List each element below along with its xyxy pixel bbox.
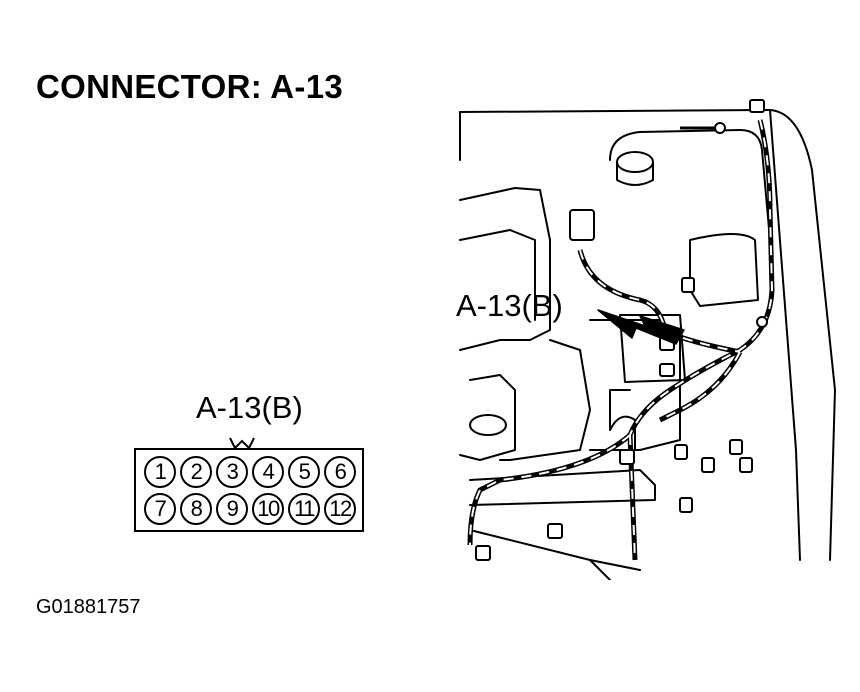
ground-terminal [714,122,726,134]
connector-pin: 8 [180,493,212,525]
connector-pin: 4 [252,456,284,488]
intake-manifold [499,339,591,461]
figure-id: G01881757 [36,596,141,618]
harness-connector [679,497,693,513]
connector-pin: 1 [144,456,176,488]
engine-callout-label: A-13(B) [456,288,563,323]
engine-block [459,187,551,351]
engine-bay-illustration [459,99,836,580]
callout-arrow [597,309,685,345]
harness-connector [749,99,765,113]
connector-pin: 6 [324,456,356,488]
reservoir-cap [616,151,654,173]
relay-box [689,233,759,307]
connector-label: A-13(B) [196,390,303,425]
harness-connector [674,444,688,460]
harness-connector [659,363,675,377]
harness-connector [619,449,635,465]
harness-connector [475,545,491,561]
connector-pin: 3 [216,456,248,488]
diagram-title: CONNECTOR: A-13 [36,68,344,105]
ground-terminal [756,316,768,328]
harness-connector [701,457,715,473]
connector-pin: 2 [180,456,212,488]
connector-pin: 9 [216,493,248,525]
harness-connector [681,277,695,293]
harness-connector [739,457,753,473]
harness-connector [729,439,743,455]
harness-connector [569,209,595,241]
strut-tower [609,129,771,241]
connector-pin: 12 [324,493,356,525]
connector-pin: 11 [288,493,320,525]
connector-pin: 5 [288,456,320,488]
hood-outline [459,109,836,561]
connector-pin: 10 [252,493,284,525]
connector-key-mark [229,437,255,449]
harness-connector [547,523,563,539]
connector-pin: 7 [144,493,176,525]
fender-line [769,109,801,561]
lower-frame [469,469,656,506]
